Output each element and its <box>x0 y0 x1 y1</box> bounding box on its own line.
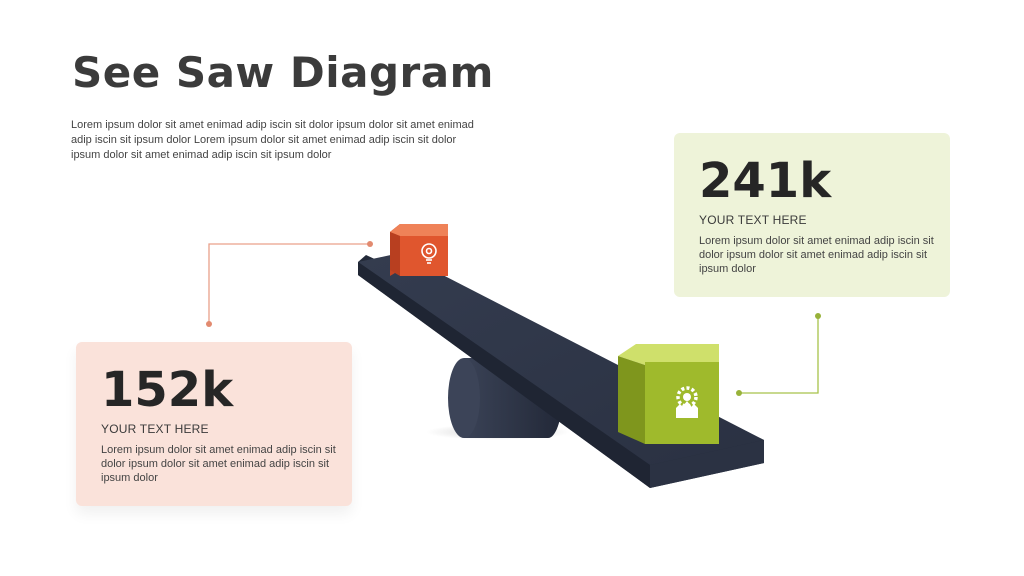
orange-cube <box>390 224 448 276</box>
right-body-text: Lorem ipsum dolor sit amet enimad adip i… <box>699 235 934 275</box>
left-connector <box>206 241 373 327</box>
right-heading: YOUR TEXT HERE <box>699 213 807 227</box>
lightbulb-gear-icon <box>421 243 437 264</box>
left-info-card: 152k YOUR TEXT HERE Lorem ipsum dolor si… <box>76 342 352 506</box>
right-connector <box>736 313 821 396</box>
left-body-text: Lorem ipsum dolor sit amet enimad adip i… <box>101 444 336 484</box>
left-value: 152k <box>101 362 234 418</box>
left-heading: YOUR TEXT HERE <box>101 422 209 436</box>
right-info-card: 241k YOUR TEXT HERE Lorem ipsum dolor si… <box>674 133 950 297</box>
right-value: 241k <box>699 153 832 209</box>
green-cube <box>618 344 719 444</box>
page-title: See Saw Diagram <box>72 48 494 97</box>
gear-people-icon <box>676 386 698 418</box>
intro-text: Lorem ipsum dolor sit amet enimad adip i… <box>71 119 474 161</box>
